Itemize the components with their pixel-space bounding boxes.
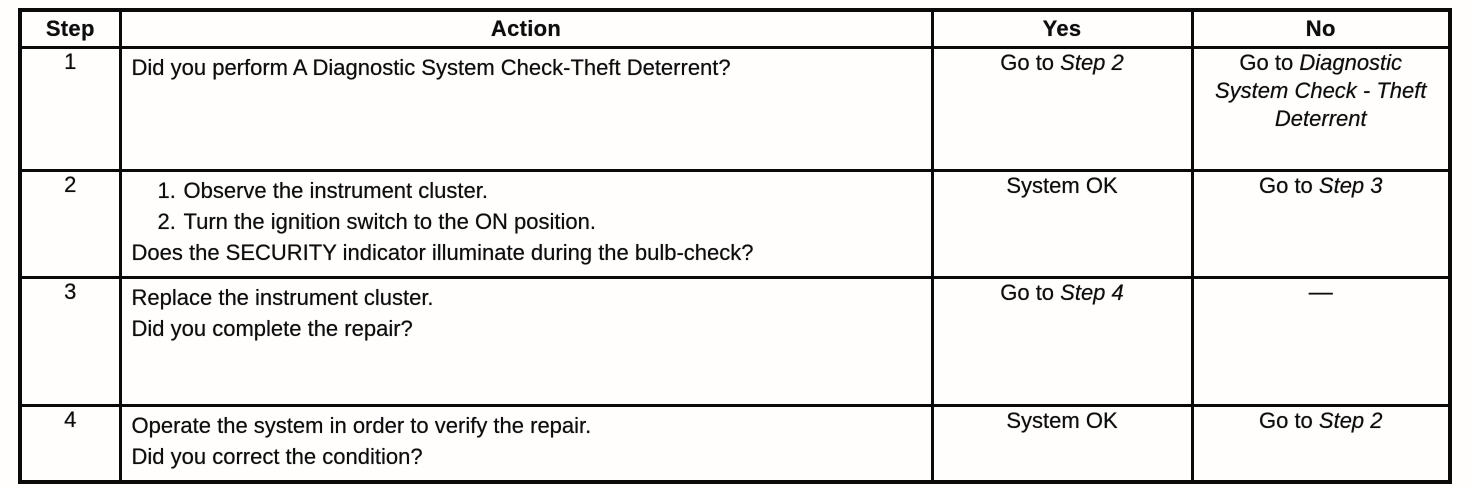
no-text: Go to Step 2 xyxy=(1259,407,1383,435)
step-reference: Step 2 xyxy=(1060,50,1124,75)
goto-prefix: Go to xyxy=(1000,280,1061,305)
no-text: Go to Diagnostic System Check - Theft De… xyxy=(1212,49,1430,133)
no-cell: Go to Diagnostic System Check - Theft De… xyxy=(1190,46,1452,172)
header-no: No xyxy=(1190,8,1452,49)
yes-text: Go to Step 2 xyxy=(1000,49,1124,77)
substep-list: 1. Observe the instrument cluster. 2. Turn… xyxy=(132,175,921,237)
table-header-row: Step Action Yes No xyxy=(18,8,1452,49)
substep-item: 2. Turn the ignition switch to the ON pos… xyxy=(158,206,921,237)
question-text: Does the SECURITY indicator illuminate d… xyxy=(131,240,754,265)
no-cell: — xyxy=(1190,276,1452,407)
em-dash: — xyxy=(1308,279,1333,306)
header-yes: Yes xyxy=(930,8,1194,49)
step-number: 2 xyxy=(18,169,122,279)
goto-prefix: Go to xyxy=(1239,50,1300,75)
step-reference: Step 3 xyxy=(1318,173,1383,198)
action-cell: Replace the instrument cluster. Did you … xyxy=(118,276,934,407)
header-step: Step xyxy=(18,8,122,49)
no-cell: Go to Step 2 xyxy=(1190,404,1452,483)
substep-item: 1. Observe the instrument cluster. xyxy=(158,175,921,206)
no-cell: Go to Step 3 xyxy=(1190,169,1452,279)
substep-number: 2. xyxy=(157,209,176,234)
diagnostic-table: Step Action Yes No 1 Did you perform A D… xyxy=(18,8,1452,484)
substep-text: Observe the instrument cluster. xyxy=(183,178,488,203)
procedure-reference: Diagnostic System Check - Theft Deterren… xyxy=(1214,50,1427,131)
yes-text: Go to Step 4 xyxy=(1000,279,1124,307)
table-row: 4 Operate the system in order to verify … xyxy=(18,404,1452,483)
header-action: Action xyxy=(118,8,934,49)
yes-cell: Go to Step 2 xyxy=(930,46,1194,172)
yes-text: System OK xyxy=(1006,173,1118,198)
question-text: Did you complete the repair? xyxy=(131,316,413,341)
yes-cell: System OK xyxy=(930,404,1194,483)
action-cell: Operate the system in order to verify th… xyxy=(118,404,934,483)
yes-cell: System OK xyxy=(930,169,1194,279)
step-reference: Step 2 xyxy=(1318,408,1383,433)
step-number: 4 xyxy=(18,404,122,483)
action-text: Did you perform A Diagnostic System Chec… xyxy=(131,55,731,80)
table-row: 3 Replace the instrument cluster. Did yo… xyxy=(18,276,1452,407)
action-cell: 1. Observe the instrument cluster. 2. Turn… xyxy=(118,169,934,279)
action-text: Operate the system in order to verify th… xyxy=(131,413,592,438)
step-number: 3 xyxy=(18,276,122,407)
action-text: Replace the instrument cluster. xyxy=(131,285,434,310)
table-row: 2 1. Observe the instrument cluster. 2. Tu… xyxy=(18,169,1452,279)
step-number: 1 xyxy=(18,46,122,172)
action-cell: Did you perform A Diagnostic System Chec… xyxy=(118,46,934,172)
goto-prefix: Go to xyxy=(1258,173,1319,198)
substep-number: 1. xyxy=(157,178,176,203)
no-text: Go to Step 3 xyxy=(1259,172,1383,200)
goto-prefix: Go to xyxy=(1000,50,1061,75)
yes-text: System OK xyxy=(1006,408,1118,433)
table-row: 1 Did you perform A Diagnostic System Ch… xyxy=(18,46,1452,172)
yes-cell: Go to Step 4 xyxy=(930,276,1194,407)
step-reference: Step 4 xyxy=(1060,280,1124,305)
substep-text: Turn the ignition switch to the ON posit… xyxy=(183,209,597,234)
goto-prefix: Go to xyxy=(1258,408,1319,433)
question-text: Did you correct the condition? xyxy=(131,444,423,469)
